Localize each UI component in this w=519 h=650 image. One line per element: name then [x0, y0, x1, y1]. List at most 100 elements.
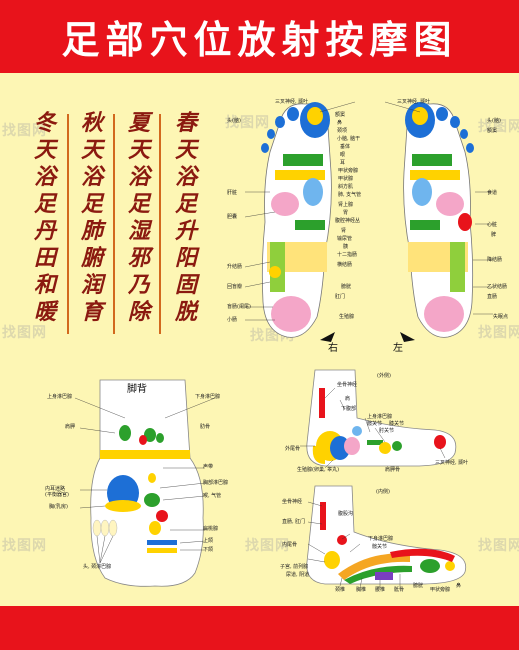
outer-foot-label: 髋关节: [367, 421, 383, 427]
dorsum-label: 下身淋巴腺: [195, 394, 221, 400]
poem-char: 足: [174, 191, 197, 217]
outer-foot-illustration: [300, 369, 457, 469]
watermark: 找图网: [225, 115, 270, 131]
dorsum-label: 上颌: [203, 538, 214, 544]
sole-label: 头(脑): [227, 118, 241, 124]
poem-char: 夏: [127, 110, 150, 136]
poem-divider: [159, 114, 161, 334]
poem-char: 腑: [80, 245, 103, 271]
sole-label: 耳: [340, 160, 346, 166]
inner-foot-label: 膀胱: [413, 583, 424, 589]
sole-label: 小肠: [227, 317, 238, 323]
sole-label: 小脑, 脑干: [337, 136, 361, 142]
inner-foot-label: 胸椎: [356, 587, 367, 593]
poem-char: 丹: [33, 218, 56, 244]
poem-char: 足: [33, 191, 56, 217]
inner-foot-illustration: [306, 485, 467, 589]
dorsum-label: (平衡器官): [45, 492, 69, 498]
poem-char: 天: [174, 137, 197, 163]
inner-foot-label: 内尾骨: [282, 542, 298, 548]
sole-label: 肾: [341, 228, 347, 234]
poem-column: 夏天浴足湿邪乃除: [124, 110, 154, 326]
sole-label: 横结肠: [337, 262, 353, 268]
sole-label: 降结肠: [487, 257, 503, 263]
poem-divider: [67, 114, 69, 334]
left-arrow-icon: [400, 332, 415, 342]
outer-foot-label: 下腹部: [341, 406, 357, 412]
sole-label: 十二指肠: [337, 252, 358, 258]
sole-label: 升结肠: [227, 264, 243, 270]
poem-char: 暖: [33, 299, 56, 325]
outer-foot-label: 外尾骨: [285, 446, 301, 452]
title-banner: 足部穴位放射按摩图: [0, 0, 519, 73]
poem-char: 脱: [174, 299, 197, 325]
poem-char: 和: [33, 272, 56, 298]
inner-side-label: (内侧): [376, 489, 390, 495]
poem-char: 除: [127, 299, 150, 325]
inner-foot-label: 尿道, 阴道: [286, 572, 310, 578]
sole-label: 颈项: [337, 128, 348, 134]
dorsum-title: 脚背: [127, 384, 147, 395]
dorsum-label: 扁桃腺: [203, 526, 219, 532]
sole-label: 乙状结肠: [487, 284, 508, 290]
inner-foot-label: 骶骨: [394, 587, 405, 593]
poem-char: 春: [174, 110, 197, 136]
right-foot-label: 右: [328, 343, 338, 354]
dorsum-label: 上身淋巴腺: [47, 394, 73, 400]
outer-foot-diagram: (外侧) 坐骨神经 肩 下腹部 上身淋巴腺 髋关节 膝关节 肘关节 外尾骨 生殖…: [285, 368, 515, 478]
sole-label: 额窦: [335, 112, 346, 118]
poem-char: 润: [80, 272, 103, 298]
sole-label: 输尿管: [337, 236, 353, 242]
poem-char: 天: [127, 137, 150, 163]
inner-foot-label: 甲状旁腺: [430, 587, 451, 593]
poem-char: 浴: [174, 164, 197, 190]
sole-label: 肺, 支气管: [338, 192, 362, 198]
sole-label: 心脏: [487, 222, 498, 228]
dorsum-diagram: 脚背 上身淋巴腺 下身淋巴腺 肩胛 肋骨 声带 胸部淋巴腺 喉, 气管 内耳迷路…: [45, 378, 245, 593]
watermark: 找图网: [2, 123, 47, 139]
sole-label: 鼻: [337, 120, 343, 126]
sole-label: 头(脑): [487, 118, 501, 124]
outer-foot-label: 肩: [345, 396, 351, 402]
dorsum-label: 头, 颈淋巴腺: [83, 564, 112, 570]
dorsum-outline: [90, 379, 204, 587]
dorsum-illustration: [74, 379, 216, 587]
poem-char: 浴: [127, 164, 150, 190]
sole-label: 胃: [343, 210, 349, 216]
poem-char: 浴: [80, 164, 103, 190]
poem-char: 湿: [127, 218, 150, 244]
sole-label: 失眠点: [493, 314, 509, 320]
sole-label: 腹腔神经丛: [335, 218, 361, 224]
inner-foot-label: 颈椎: [335, 587, 346, 593]
poem-char: 秋: [80, 110, 103, 136]
poem-char: 育: [80, 299, 103, 325]
poem-block: 春天浴足升阳固脱 夏天浴足湿邪乃除 秋天浴足肺腑润育 冬天浴足丹田和暖: [18, 110, 198, 335]
inner-foot-label: 直肠, 肛门: [282, 519, 306, 525]
sole-label: 膀胱: [341, 284, 352, 290]
outer-foot-label: 肘关节: [379, 428, 395, 434]
inner-foot-outline: [306, 485, 467, 585]
poem-column: 春天浴足升阳固脱: [171, 110, 201, 326]
watermark: 找图网: [478, 325, 519, 341]
dorsum-label: 内耳迷路: [45, 486, 66, 492]
outer-foot-label: 膝关节: [389, 421, 405, 427]
dorsum-label: 胸(乳房): [49, 504, 68, 510]
poem-char: 升: [174, 218, 197, 244]
outer-foot-label: 坐骨神经: [337, 382, 358, 388]
poem-char: 天: [33, 137, 56, 163]
sole-label: 胰: [343, 244, 349, 250]
poem-column: 冬天浴足丹田和暖: [30, 110, 60, 326]
outer-foot-label: 上身淋巴腺: [367, 414, 393, 420]
sole-label: 额窦: [487, 128, 498, 134]
poem-char: 固: [174, 272, 197, 298]
poem-char: 肺: [80, 218, 103, 244]
outer-foot-label: 三叉神经, 颞叶: [435, 460, 469, 466]
inner-foot-label: 腹股沟: [338, 511, 354, 517]
soles-diagram: 三叉神经, 颞叶 三叉神经, 颞叶 头(脑) 额窦 鼻 颈项 小脑, 脑干 垂体…: [225, 92, 510, 354]
poem-char: 天: [80, 137, 103, 163]
poem-char: 乃: [127, 272, 150, 298]
poem-char: 足: [80, 191, 103, 217]
sole-label: 肛门: [335, 294, 346, 300]
sole-label: 食道: [487, 190, 498, 196]
poem-divider: [113, 114, 115, 334]
